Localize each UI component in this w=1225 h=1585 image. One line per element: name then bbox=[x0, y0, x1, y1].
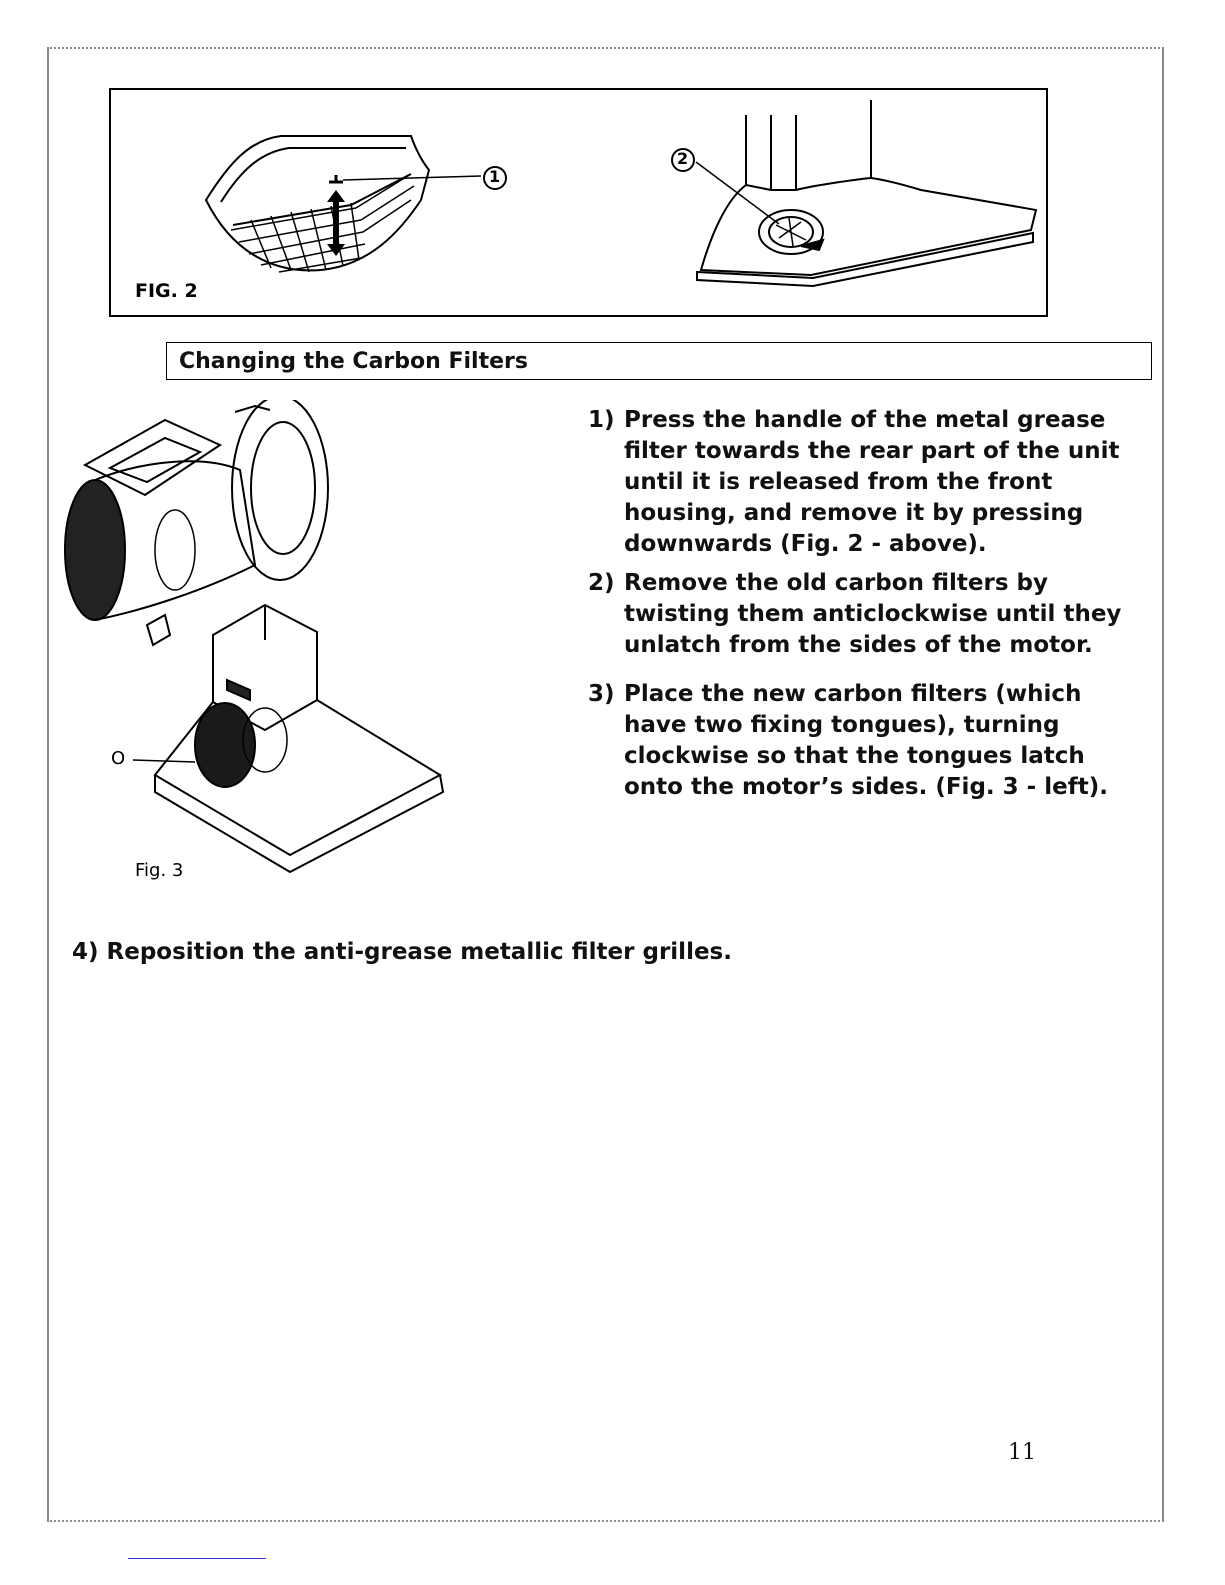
step-item: 1) Press the handle of the metal grease … bbox=[588, 405, 1148, 560]
fig3-callout: O bbox=[111, 748, 126, 769]
step-number: 1) bbox=[588, 407, 615, 433]
step-number: 2) bbox=[588, 570, 615, 596]
step-item: 3) Place the new carbon filters (which h… bbox=[588, 679, 1148, 803]
fig2-drawing bbox=[204, 100, 1038, 288]
step-4-text: 4) Reposition the anti-grease metallic f… bbox=[72, 939, 732, 965]
fig2-label: FIG. 2 bbox=[135, 280, 198, 302]
handle-arrow-icon bbox=[327, 175, 482, 256]
step-text: Place the new carbon filters (which have… bbox=[624, 681, 1108, 800]
steps-list: 1) Press the handle of the metal grease … bbox=[588, 405, 1148, 811]
step-item: 2) Remove the old carbon filters by twis… bbox=[588, 568, 1148, 661]
callout-2-icon bbox=[671, 148, 695, 172]
step-number: 3) bbox=[588, 681, 615, 707]
callout-1-icon bbox=[483, 166, 507, 190]
step-text: Remove the old carbon filters by twistin… bbox=[624, 570, 1122, 658]
footer-link-line[interactable] bbox=[128, 1558, 266, 1559]
step-text: Press the handle of the metal grease fil… bbox=[624, 407, 1120, 557]
callout-1-text: 1 bbox=[489, 167, 501, 186]
page-border bbox=[47, 47, 1164, 1522]
callout-2-text: 2 bbox=[677, 149, 689, 168]
fig3-label: Fig. 3 bbox=[135, 860, 184, 881]
fig2-illustration: FIG. 2 1 2 bbox=[109, 88, 1048, 317]
page-number: 11 bbox=[1008, 1440, 1036, 1465]
fig3-illustration: O Fig. 3 bbox=[55, 395, 475, 910]
fig3-drawing bbox=[64, 395, 445, 874]
section-title: Changing the Carbon Filters bbox=[166, 342, 1152, 380]
